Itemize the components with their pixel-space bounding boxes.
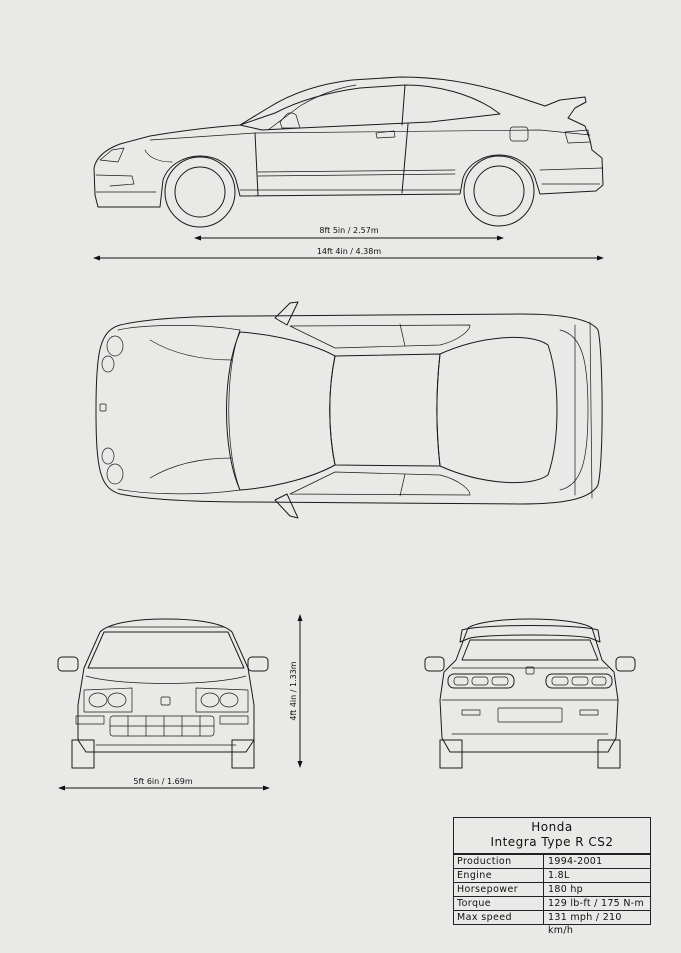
spec-label: Horsepower — [454, 883, 544, 896]
spec-label: Engine — [454, 869, 544, 882]
spec-label: Torque — [454, 897, 544, 910]
wheelbase-label: 8ft 5in / 2.57m — [319, 226, 378, 235]
vehicle-make: Honda — [531, 820, 573, 834]
spec-value: 1.8L — [548, 870, 570, 881]
spec-value: 131 mph / 210 km/h — [548, 912, 622, 936]
spec-label: Max speed — [454, 911, 544, 924]
spec-value: 129 lb-ft / 175 N-m — [548, 898, 645, 909]
front-view — [57, 618, 269, 769]
spec-value: 180 hp — [548, 884, 584, 895]
vehicle-model: Integra Type R CS2 — [490, 835, 614, 849]
spec-table: Honda Integra Type R CS2 Production 1994… — [453, 817, 651, 936]
spec-label: Production — [454, 855, 544, 868]
height-label: 4ft 4in / 1.33m — [289, 661, 298, 720]
height-dimension: 4ft 4in / 1.33m — [289, 614, 303, 768]
rear-view — [424, 618, 636, 769]
honda-logo-icon — [99, 403, 107, 412]
spec-row-max-speed: Max speed 131 mph / 210 km/h — [454, 910, 650, 936]
wheelbase-dimension: 8ft 5in / 2.57m — [194, 226, 504, 241]
spec-title: Honda Integra Type R CS2 — [454, 818, 650, 854]
length-dimension: 14ft 4in / 4.38m — [93, 247, 604, 261]
spec-row-production: Production 1994-2001 — [454, 854, 650, 868]
length-label: 14ft 4in / 4.38m — [317, 247, 382, 256]
spec-row-engine: Engine 1.8L — [454, 868, 650, 882]
spec-row-horsepower: Horsepower 180 hp — [454, 882, 650, 896]
spec-row-torque: Torque 129 lb-ft / 175 N-m — [454, 896, 650, 910]
side-view — [93, 76, 604, 228]
top-view — [95, 301, 603, 519]
width-label: 5ft 6in / 1.69m — [133, 777, 192, 786]
spec-value: 1994-2001 — [548, 856, 603, 867]
width-dimension: 5ft 6in / 1.69m — [58, 777, 270, 791]
